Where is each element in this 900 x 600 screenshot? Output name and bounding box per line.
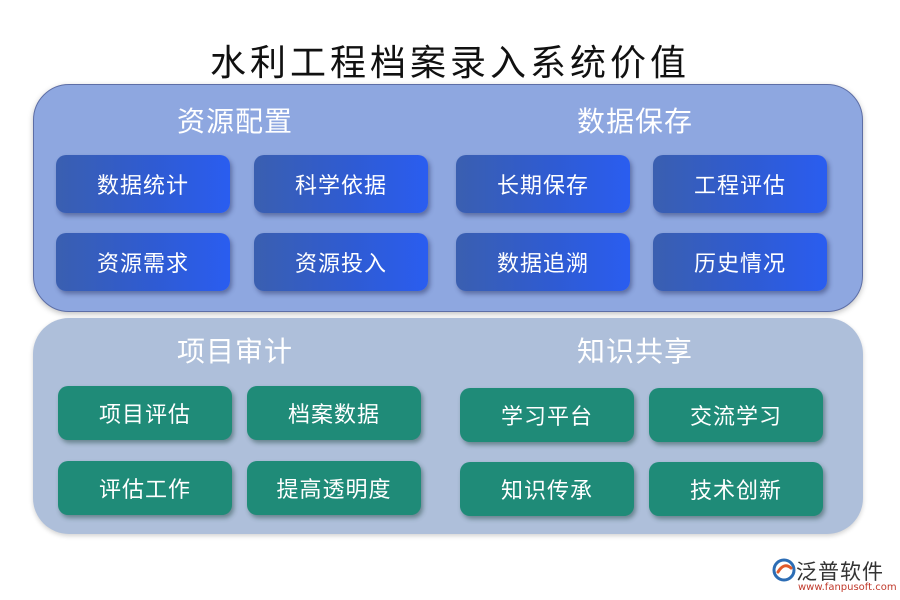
box-resource-demand: 资源需求 xyxy=(56,233,230,291)
logo-name: 泛普软件 xyxy=(796,560,884,584)
fanpu-logo-icon xyxy=(772,558,796,586)
box-assessment-work: 评估工作 xyxy=(58,461,232,515)
box-data-traceability: 数据追溯 xyxy=(456,233,630,291)
box-improve-transparency: 提高透明度 xyxy=(247,461,421,515)
fanpu-logo: 泛普软件 www.fanpusoft.com xyxy=(770,556,897,596)
section-title-resource-allocation: 资源配置 xyxy=(176,105,293,138)
box-long-term-storage: 长期保存 xyxy=(456,155,630,213)
box-scientific-basis: 科学依据 xyxy=(254,155,428,213)
section-title-project-audit: 项目审计 xyxy=(176,335,293,368)
box-archive-data: 档案数据 xyxy=(247,386,421,440)
section-title-knowledge-sharing: 知识共享 xyxy=(576,335,693,368)
box-exchange-learning: 交流学习 xyxy=(649,388,823,442)
box-project-evaluation: 工程评估 xyxy=(653,155,827,213)
box-technical-innovation: 技术创新 xyxy=(649,462,823,516)
box-knowledge-inheritance: 知识传承 xyxy=(460,462,634,516)
box-data-statistics: 数据统计 xyxy=(56,155,230,213)
diagram-title: 水利工程档案录入系统价值 xyxy=(209,43,690,84)
logo-url: www.fanpusoft.com xyxy=(798,582,897,593)
box-resource-input: 资源投入 xyxy=(254,233,428,291)
section-title-data-preservation: 数据保存 xyxy=(576,105,693,138)
box-historical-situation: 历史情况 xyxy=(653,233,827,291)
box-learning-platform: 学习平台 xyxy=(460,388,634,442)
box-project-assessment: 项目评估 xyxy=(58,386,232,440)
